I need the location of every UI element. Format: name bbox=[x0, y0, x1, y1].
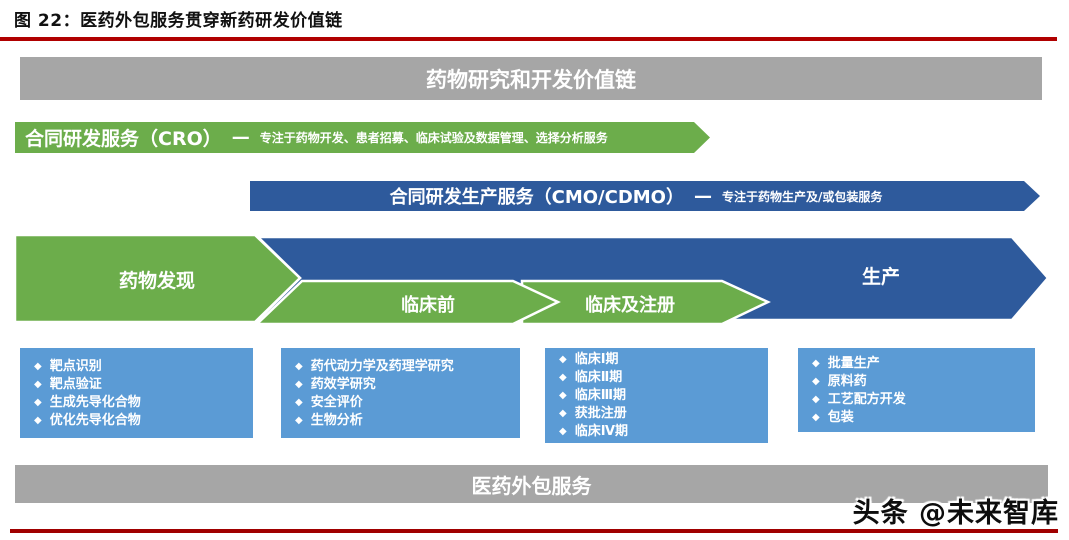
list-item: ◆ 原料药 bbox=[812, 373, 1035, 390]
diamond-bullet-icon: ◆ bbox=[559, 372, 567, 383]
stage-label-preclinical: 临床前 bbox=[401, 295, 455, 316]
outsourcing-banner: 医药外包服务 bbox=[15, 465, 1048, 503]
diamond-bullet-icon: ◆ bbox=[559, 408, 567, 419]
discovery-arrow-shape bbox=[13, 233, 302, 324]
list-item-label: 生成先导化合物 bbox=[49, 394, 141, 410]
list-item: ◆ 临床Ⅲ期 bbox=[559, 387, 768, 404]
list-item-label: 药效学研究 bbox=[310, 376, 376, 392]
list-item: ◆ 药代动力学及药理学研究 bbox=[295, 358, 520, 375]
list-item-label: 药代动力学及药理学研究 bbox=[310, 358, 454, 374]
bottom-divider-line bbox=[10, 529, 1058, 533]
stage-label-clinical: 临床及注册 bbox=[585, 295, 675, 316]
diamond-bullet-icon: ◆ bbox=[295, 414, 303, 426]
cmo-banner-description: 专注于药物生产及/或包装服务 bbox=[721, 189, 883, 204]
list-item: ◆ 靶点验证 bbox=[34, 376, 253, 393]
diamond-bullet-icon: ◆ bbox=[34, 414, 42, 426]
cmo-banner-dash: — bbox=[693, 185, 712, 207]
diamond-bullet-icon: ◆ bbox=[559, 354, 567, 365]
list-item: ◆ 工艺配方开发 bbox=[812, 391, 1035, 408]
diamond-bullet-icon: ◆ bbox=[559, 390, 567, 401]
preclinical-arrow-shape bbox=[253, 279, 561, 326]
list-item-label: 临床Ⅰ期 bbox=[574, 352, 619, 367]
list-item-label: 工艺配方开发 bbox=[827, 391, 906, 407]
list-item: ◆ 优化先导化合物 bbox=[34, 412, 253, 429]
cro-banner-dash: — bbox=[231, 127, 250, 148]
list-item: ◆ 批量生产 bbox=[812, 355, 1035, 372]
diamond-bullet-icon: ◆ bbox=[559, 426, 567, 437]
diamond-bullet-icon: ◆ bbox=[34, 396, 42, 408]
list-item-label: 临床Ⅲ期 bbox=[574, 388, 626, 403]
title-divider-line bbox=[0, 37, 1057, 41]
list-item: ◆ 安全评价 bbox=[295, 394, 520, 411]
cmo-banner-title: 合同研发生产服务（CMO/CDMO） bbox=[389, 187, 684, 208]
outsourcing-banner-label: 医药外包服务 bbox=[471, 473, 592, 498]
discovery-detail-box: ◆ 靶点识别 ◆ 靶点验证 ◆ 生成先导化合物 ◆ 优化先导化合物 bbox=[20, 348, 253, 438]
list-item: ◆ 临床Ⅱ期 bbox=[559, 369, 768, 386]
cro-banner-title: 合同研发服务（CRO） bbox=[25, 128, 222, 150]
diamond-bullet-icon: ◆ bbox=[295, 378, 303, 390]
cro-banner-description: 专注于药物开发、患者招募、临床试验及数据管理、选择分析服务 bbox=[259, 131, 608, 145]
list-item-label: 靶点验证 bbox=[49, 376, 102, 392]
list-item: ◆ 靶点识别 bbox=[34, 358, 253, 375]
clinical-detail-box: ◆ 临床Ⅰ期 ◆ 临床Ⅱ期 ◆ 临床Ⅲ期 ◆ 获批注册 ◆ 临床Ⅳ期 bbox=[545, 348, 768, 443]
list-item: ◆ 临床Ⅳ期 bbox=[559, 423, 768, 440]
list-item-label: 批量生产 bbox=[827, 355, 880, 371]
value-chain-banner-label: 药物研究和开发价值链 bbox=[426, 67, 636, 92]
list-item: ◆ 药效学研究 bbox=[295, 376, 520, 393]
list-item: ◆ 包装 bbox=[812, 409, 1035, 426]
list-item-label: 获批注册 bbox=[574, 406, 627, 421]
diamond-bullet-icon: ◆ bbox=[34, 360, 42, 372]
list-item: ◆ 获批注册 bbox=[559, 405, 768, 422]
list-item-label: 安全评价 bbox=[310, 394, 363, 410]
list-item-label: 临床Ⅳ期 bbox=[574, 424, 628, 439]
list-item-label: 生物分析 bbox=[310, 412, 363, 428]
stage-label-discovery: 药物发现 bbox=[118, 270, 195, 292]
cro-banner: 合同研发服务（CRO） — 专注于药物开发、患者招募、临床试验及数据管理、选择分… bbox=[15, 122, 710, 153]
list-item-label: 优化先导化合物 bbox=[49, 412, 141, 428]
diamond-bullet-icon: ◆ bbox=[812, 357, 820, 369]
diamond-bullet-icon: ◆ bbox=[295, 360, 303, 372]
list-item: ◆ 生物分析 bbox=[295, 412, 520, 429]
watermark-text: 头条 @未来智库 bbox=[852, 498, 1059, 529]
diamond-bullet-icon: ◆ bbox=[295, 396, 303, 408]
figure-title: 图 22：医药外包服务贯穿新药研发价值链 bbox=[14, 11, 343, 31]
diamond-bullet-icon: ◆ bbox=[34, 378, 42, 390]
list-item-label: 原料药 bbox=[827, 373, 867, 389]
stage-label-production: 生产 bbox=[861, 266, 900, 288]
preclinical-detail-box: ◆ 药代动力学及药理学研究 ◆ 药效学研究 ◆ 安全评价 ◆ 生物分析 bbox=[281, 348, 520, 438]
production-detail-box: ◆ 批量生产 ◆ 原料药 ◆ 工艺配方开发 ◆ 包装 bbox=[798, 348, 1035, 432]
list-item: ◆ 临床Ⅰ期 bbox=[559, 351, 768, 368]
diamond-bullet-icon: ◆ bbox=[812, 393, 820, 405]
value-chain-banner: 药物研究和开发价值链 bbox=[20, 57, 1042, 100]
cmo-banner: 合同研发生产服务（CMO/CDMO） — 专注于药物生产及/或包装服务 bbox=[250, 181, 1040, 211]
diamond-bullet-icon: ◆ bbox=[812, 375, 820, 387]
list-item-label: 靶点识别 bbox=[49, 358, 102, 374]
list-item: ◆ 生成先导化合物 bbox=[34, 394, 253, 411]
list-item-label: 临床Ⅱ期 bbox=[574, 370, 623, 385]
list-item-label: 包装 bbox=[827, 409, 854, 425]
diamond-bullet-icon: ◆ bbox=[812, 411, 820, 423]
